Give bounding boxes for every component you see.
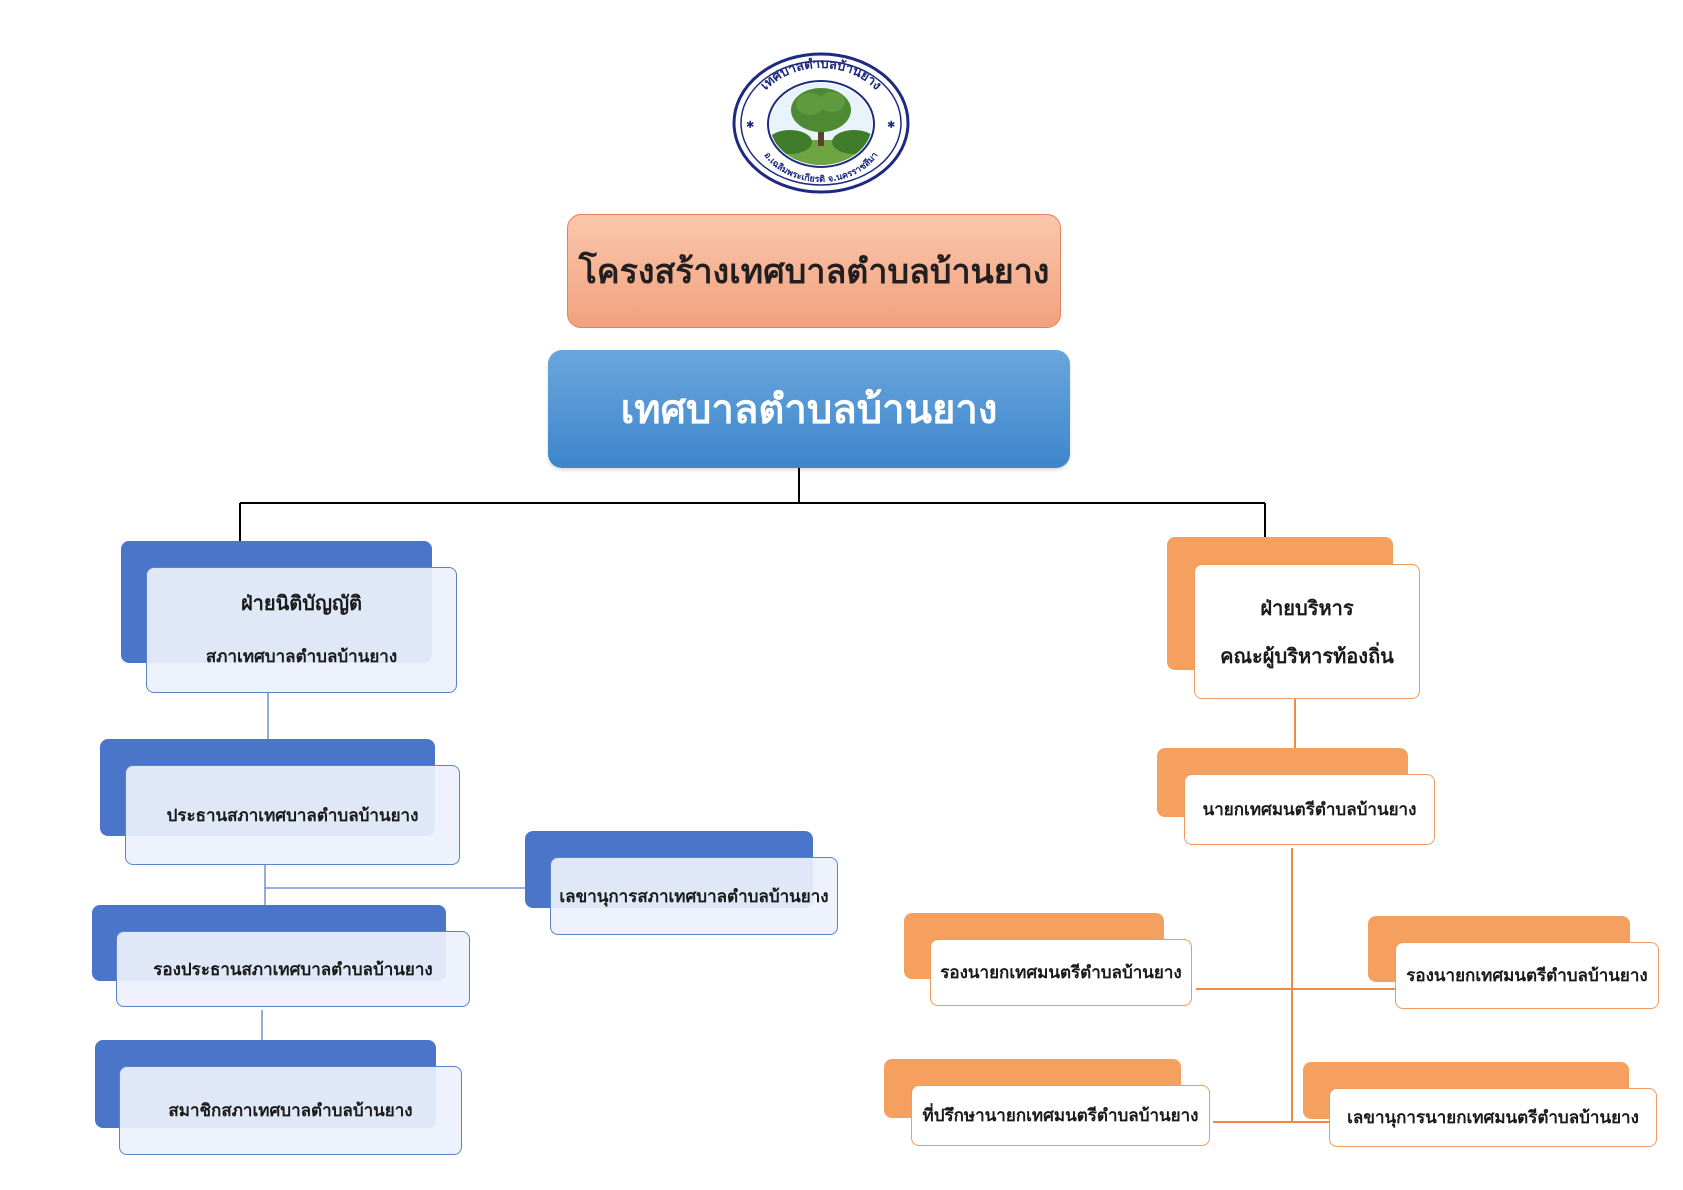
mayor-secretary-label: เลขานุการนายกเทศมนตรีตำบลบ้านยาง [1347, 1108, 1639, 1128]
svg-text:✱: ✱ [887, 120, 895, 131]
municipality-logo: เทศบาลตำบลบ้านยาง อ.เฉลิมพระเกียรติ จ.นค… [732, 52, 910, 194]
council-chair-label: ประธานสภาเทศบาลตำบลบ้านยาง [166, 805, 419, 826]
legislative-branch-title: ฝ่ายนิติบัญญัติ [240, 590, 363, 615]
mayor-label: นายกเทศมนตรีตำบลบ้านยาง [1202, 800, 1417, 820]
svg-text:✱: ✱ [746, 120, 754, 131]
root-node-label: เทศบาลตำบลบ้านยาง [620, 387, 998, 433]
chart-title-banner: โครงสร้างเทศบาลตำบลบ้านยาง [567, 214, 1061, 328]
chart-title: โครงสร้างเทศบาลตำบลบ้านยาง [578, 252, 1050, 292]
legislative-branch-subtitle: สภาเทศบาลตำบลบ้านยาง [205, 646, 398, 667]
council-vice-chair-label: รองประธานสภาเทศบาลตำบลบ้านยาง [153, 959, 433, 980]
deputy-mayor-right-label: รองนายกเทศมนตรีตำบลบ้านยาง [1406, 966, 1648, 986]
executive-branch-title: ฝ่ายบริหาร [1260, 595, 1354, 620]
deputy-mayor-left-label: รองนายกเทศมนตรีตำบลบ้านยาง [940, 963, 1182, 983]
executive-branch-subtitle: คณะผู้บริหารท้องถิ่น [1220, 643, 1394, 668]
mayor-advisor-label: ที่ปรึกษานายกเทศมนตรีตำบลบ้านยาง [922, 1106, 1199, 1126]
council-members-label: สมาชิกสภาเทศบาลตำบลบ้านยาง [168, 1101, 413, 1121]
root-node: เทศบาลตำบลบ้านยาง [548, 350, 1070, 468]
council-secretary-label: เลขานุการสภาเทศบาลตำบลบ้านยาง [559, 886, 829, 907]
